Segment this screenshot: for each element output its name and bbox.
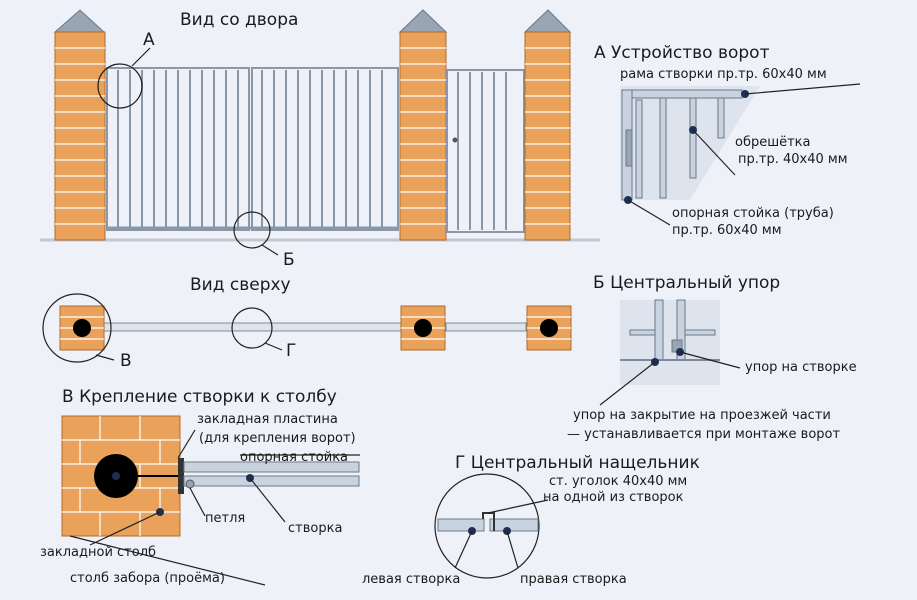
section-a-post-label-1: опорная стойка (труба) (672, 206, 834, 221)
section-b-title: Б Центральный упор (593, 273, 780, 293)
section-v-support-label: опорная стойка (240, 450, 348, 465)
section-a-frame-top (631, 89, 743, 99)
marker-v: В (120, 351, 132, 371)
section-g-central-cover: Г Центральный нащельник ст. уголок 40х40… (362, 453, 700, 587)
detail-circle-a (97, 63, 143, 109)
section-g-title: Г Центральный нащельник (455, 453, 700, 473)
top-post-2 (400, 305, 446, 351)
section-a-lath-label-1: обрешётка (735, 135, 811, 150)
section-v-leaf-bar (183, 475, 360, 487)
section-v-plate-label-1: закладная пластина (197, 412, 338, 427)
section-g-angle-label-1: ст. уголок 40х40 мм (549, 474, 687, 489)
section-g-detail-circle (434, 473, 540, 579)
section-g-right-leaf (489, 518, 539, 532)
front-view: Вид со двора А Б (40, 9, 600, 270)
section-g-angle-label-2: на одной из створок (543, 490, 684, 505)
section-g-left-label: левая створка (362, 572, 460, 587)
section-v-leaf-mounting: В Крепление створки к столбу (40, 387, 360, 586)
top-view: Вид сверху В Г (42, 275, 572, 371)
section-v-plate-label-2: (для крепления ворот) (199, 431, 356, 446)
section-v-support-bar (183, 461, 360, 473)
section-g-right-label: правая створка (520, 572, 627, 587)
section-b-stop-label: упор на створке (745, 360, 857, 375)
main-gate (106, 67, 399, 231)
marker-b: Б (283, 250, 295, 270)
top-post-3 (526, 305, 572, 351)
wicket-handle (452, 137, 458, 143)
marker-g: Г (286, 341, 296, 361)
section-b-central-stop: Б Центральный упор упор на створке упор … (567, 273, 857, 442)
section-a-frame-label: рама створки пр.тр. 60х40 мм (620, 67, 827, 82)
section-v-hinge (185, 479, 195, 489)
brick-post-left (53, 9, 106, 241)
section-v-title: В Крепление створки к столбу (62, 387, 337, 407)
top-gate-leaves (101, 322, 403, 332)
top-post-1 (59, 305, 105, 351)
section-a-lath-label-2: пр.тр. 40х40 мм (738, 152, 848, 167)
marker-a: А (143, 30, 155, 50)
brick-post-right (523, 9, 572, 241)
detail-circle-b (233, 211, 271, 249)
section-a-title: А Устройство ворот (594, 43, 770, 63)
section-v-embedded-plate (178, 458, 184, 494)
section-v-embed-label: закладной столб (40, 545, 156, 560)
detail-circle-v (42, 293, 112, 363)
detail-circle-g (231, 307, 273, 349)
top-wicket (445, 322, 527, 332)
section-a-post-label-2: пр.тр. 60х40 мм (672, 223, 782, 238)
post-cap (53, 9, 106, 33)
section-a-gate-structure: А Устройство ворот рама створки пр.тр. 6… (594, 43, 861, 238)
section-v-hinge-label: петля (205, 511, 245, 526)
section-b-close-label-1: упор на закрытие на проезжей части (573, 408, 831, 423)
wicket-door (446, 69, 525, 233)
section-g-left-leaf (437, 518, 485, 532)
brick-post-middle (398, 9, 448, 241)
section-v-fence-label: столб забора (проёма) (70, 571, 225, 586)
section-v-leaf-label: створка (288, 521, 342, 536)
section-b-close-label-2: — устанавливается при монтаже ворот (567, 427, 840, 442)
view-yard-title: Вид со двора (180, 10, 298, 30)
view-top-title: Вид сверху (190, 275, 291, 295)
